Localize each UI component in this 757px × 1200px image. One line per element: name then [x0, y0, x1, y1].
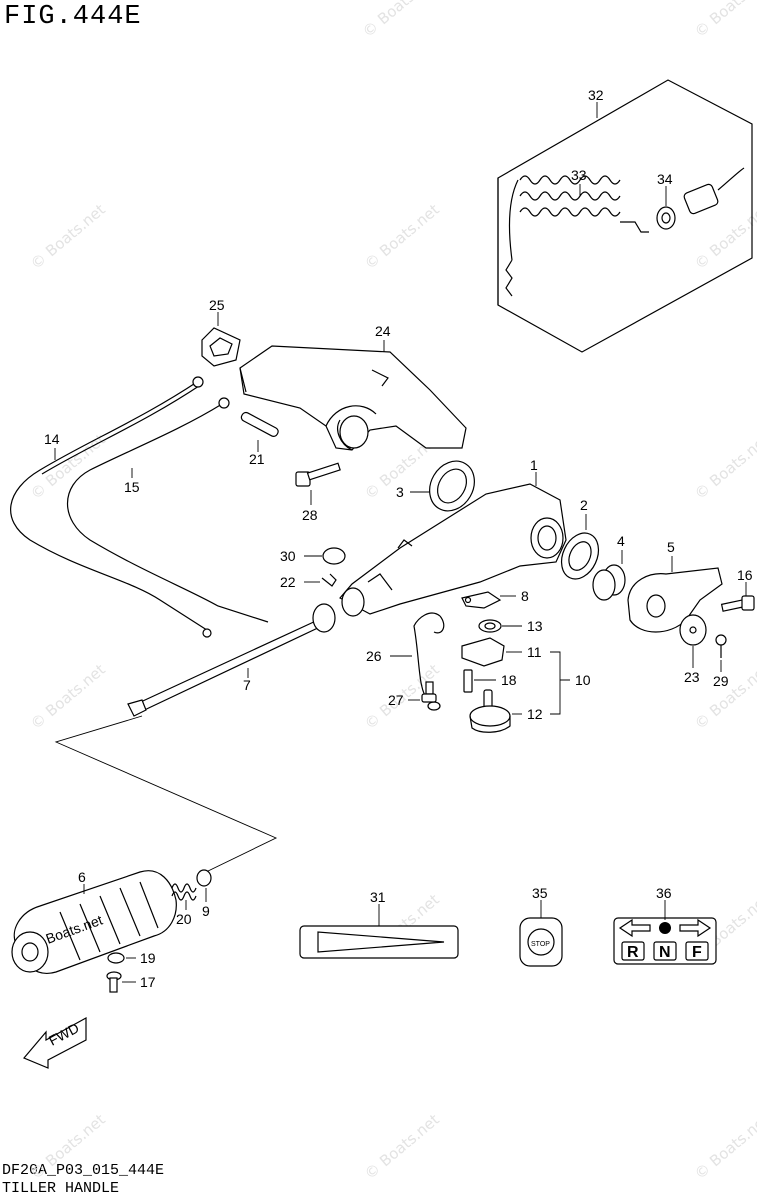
part-4-spacer	[592, 564, 626, 601]
leader-10-bracket	[550, 651, 570, 715]
part-15-cable	[67, 397, 269, 623]
part-2-seal	[560, 532, 600, 580]
fwd-direction-arrow: FWD	[23, 1016, 87, 1069]
label-20: 20	[176, 911, 192, 927]
label-28: 28	[302, 507, 318, 523]
label-21: 21	[249, 451, 265, 467]
part-11-block	[461, 637, 505, 667]
label-30: 30	[280, 548, 296, 564]
part-31-decal	[299, 925, 459, 959]
watermark: © Boats.net	[361, 1110, 443, 1183]
part-9-cap	[196, 869, 212, 887]
part-20-spring	[171, 883, 197, 901]
label-10: 10	[575, 672, 591, 688]
part-7-throttle-shaft	[127, 603, 336, 717]
label-18: 18	[501, 672, 517, 688]
part-22-clip	[321, 573, 337, 587]
figure-title: FIG.444E	[4, 2, 142, 32]
label-27: 27	[388, 692, 404, 708]
label-13: 13	[527, 618, 543, 634]
label-36: 36	[656, 885, 672, 901]
label-8: 8	[521, 588, 529, 604]
part-1-tiller-arm	[339, 483, 567, 617]
label-25: 25	[209, 297, 225, 313]
watermark: © Boats.net	[27, 1110, 109, 1183]
part-3-bushing	[429, 460, 475, 512]
part-12-knob	[469, 689, 511, 733]
label-23: 23	[684, 669, 700, 685]
label-5: 5	[667, 539, 675, 555]
label-33: 33	[571, 167, 587, 183]
label-4: 4	[617, 533, 625, 549]
part-5-friction-lever	[627, 567, 723, 633]
label-2: 2	[580, 497, 588, 513]
part-8-plate	[461, 591, 502, 609]
part-27-screw	[421, 681, 437, 703]
label-31: 31	[370, 889, 386, 905]
part-29-screw	[715, 634, 727, 658]
label-11: 11	[527, 644, 542, 660]
label-7: 7	[243, 677, 251, 693]
part-6-throttle-grip: Boats.net	[11, 870, 177, 974]
label-29: 29	[713, 673, 729, 689]
label-19: 19	[140, 950, 156, 966]
figure-code: DF20A_P03_015_444E	[2, 1162, 165, 1179]
label-22: 22	[280, 574, 296, 590]
label-14: 14	[44, 431, 60, 447]
part-35-stop-decal: STOP	[519, 917, 563, 967]
explode-guide-line	[54, 715, 278, 873]
part-19-washer	[107, 952, 125, 964]
part-23-washer	[679, 614, 707, 646]
watermark: © Boats.net	[361, 200, 443, 273]
label-24: 24	[375, 323, 391, 339]
label-6: 6	[78, 869, 86, 885]
watermark: © Boats.net	[27, 660, 109, 733]
watermark: © Boats.net	[359, 0, 441, 41]
watermark: © Boats.net	[691, 0, 757, 41]
label-9: 9	[202, 903, 210, 919]
part-32-lanyard-kit	[497, 79, 753, 353]
gear-r-label: R	[627, 944, 639, 961]
label-34: 34	[657, 171, 673, 187]
label-32: 32	[588, 87, 604, 103]
part-17-screw	[106, 971, 122, 993]
label-35: 35	[532, 885, 548, 901]
part-28-bolt	[295, 462, 341, 487]
part-13-washer	[478, 619, 502, 633]
stop-label: STOP	[531, 941, 550, 948]
watermark: © Boats.net	[27, 200, 109, 273]
watermark: © Boats.net	[691, 660, 757, 733]
label-12: 12	[527, 706, 543, 722]
label-17: 17	[140, 974, 156, 990]
gear-f-label: F	[692, 944, 702, 961]
part-36-shift-decal: R N F	[613, 917, 717, 965]
part-25-grommet	[201, 327, 241, 367]
part-18-screw	[463, 669, 473, 693]
part-14-throttle-cable	[10, 376, 212, 638]
watermark: © Boats.net	[691, 430, 757, 503]
label-26: 26	[366, 648, 382, 664]
label-1: 1	[530, 457, 538, 473]
figure-name: TILLER HANDLE	[2, 1180, 120, 1197]
label-3: 3	[396, 484, 404, 500]
label-15: 15	[124, 479, 140, 495]
part-30-cap	[322, 547, 346, 565]
part-16-bolt	[720, 595, 755, 612]
gear-n-label: N	[659, 944, 671, 961]
label-16: 16	[737, 567, 753, 583]
part-24-tiller-bracket	[239, 345, 467, 451]
watermark: © Boats.net	[691, 1110, 757, 1183]
part-21-pin	[240, 411, 279, 437]
